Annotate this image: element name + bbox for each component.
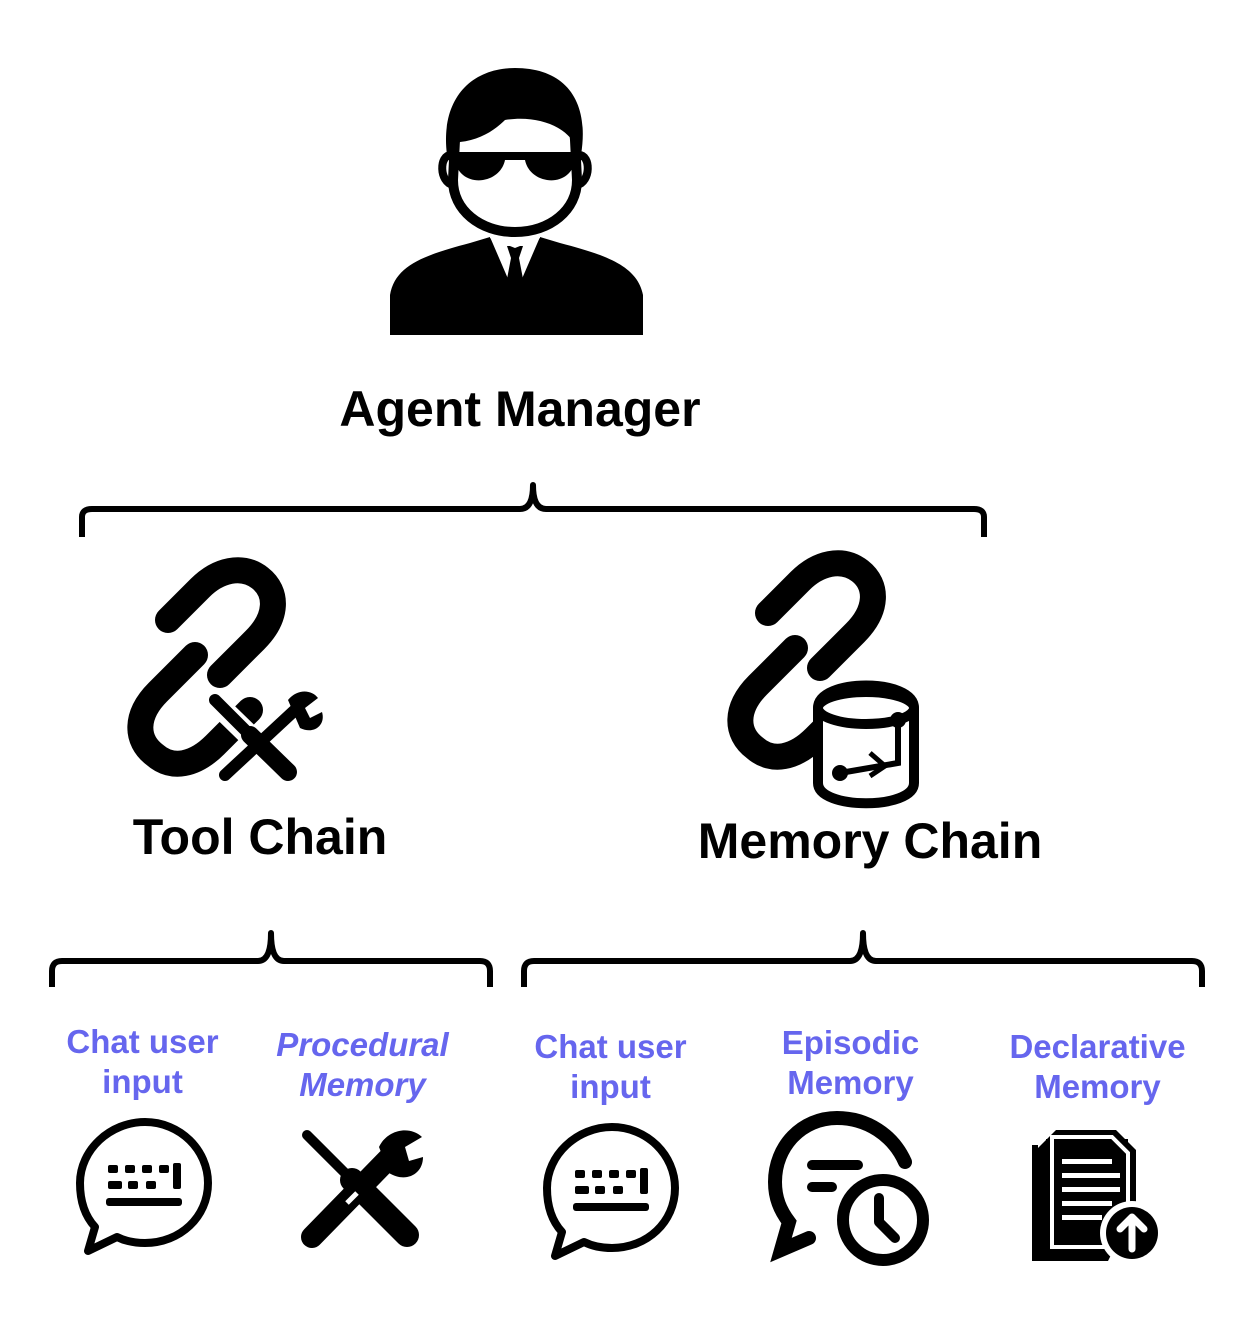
memory-chain-brace <box>521 930 1205 987</box>
leaf-label-procedural-memory: Procedural Memory <box>250 1025 475 1106</box>
leaf-label-line2: input <box>102 1063 183 1101</box>
chat-clock-icon <box>767 1110 929 1266</box>
chain-tools-icon <box>127 557 323 786</box>
chat-keyboard-icon <box>543 1123 679 1260</box>
leaf-label-declarative-memory: Declarative Memory <box>985 1027 1210 1108</box>
root-label: Agent Manager <box>339 381 701 437</box>
leaf-label-line2: Memory <box>299 1066 426 1104</box>
leaf-label-line1: Episodic <box>781 1024 920 1061</box>
leaf-label-line2: Memory <box>1034 1068 1161 1106</box>
chain-database-icon <box>727 550 919 809</box>
leaf-label-line1: Declarative <box>1009 1028 1186 1065</box>
tools-icon <box>301 1130 423 1248</box>
leaf-label-line2: Memory <box>787 1064 914 1102</box>
document-upload-icon <box>1032 1130 1164 1265</box>
agent-person-icon <box>390 68 643 335</box>
leaf-label-line1: Chat user <box>534 1028 687 1065</box>
root-brace <box>79 482 987 537</box>
tool-chain-brace <box>49 930 493 987</box>
leaf-label-chat-input-2: Chat user input <box>498 1027 723 1108</box>
chain-label-tool: Tool Chain <box>132 809 388 865</box>
leaf-label-line2: input <box>570 1068 651 1106</box>
leaf-label-line1: Chat user <box>66 1023 219 1060</box>
leaf-label-line1: Procedural <box>276 1026 449 1063</box>
chain-label-memory: Memory Chain <box>697 813 1043 869</box>
leaf-label-episodic-memory: Episodic Memory <box>738 1023 963 1104</box>
leaf-label-chat-input-1: Chat user input <box>30 1022 255 1103</box>
chat-keyboard-icon <box>76 1118 212 1255</box>
